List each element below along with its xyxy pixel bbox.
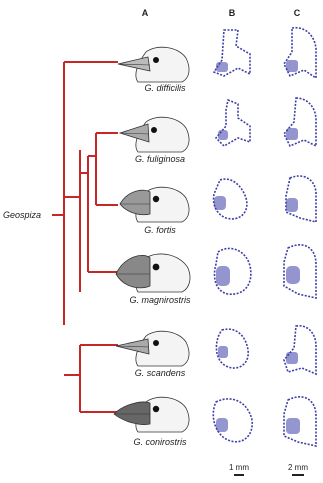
section-b-stain-scandens (218, 346, 228, 358)
section-c-stain-scandens (286, 352, 298, 364)
finch-head-magnirostris (116, 254, 190, 292)
finch-head-fuliginosa (120, 117, 189, 152)
section-c-stain-conirostris (286, 418, 300, 434)
species-label: G. fuliginosa (135, 154, 185, 164)
species-label: G. fortis (144, 225, 176, 235)
column-header-a: A (142, 8, 149, 18)
section-c-stain-fortis (286, 198, 298, 212)
species-label: G. conirostris (133, 437, 187, 447)
species-label: G. magnirostris (129, 295, 191, 305)
species-label: G. difficilis (144, 83, 186, 93)
section-b-stain-magnirostris (216, 266, 230, 286)
column-header-c: C (294, 8, 301, 18)
section-c-stain-difficilis (286, 60, 298, 72)
section-c-stain-magnirostris (286, 266, 300, 284)
column-header-b: B (229, 8, 236, 18)
finch-head-fortis (120, 187, 189, 222)
finch-head-difficilis (118, 47, 189, 82)
section-b-stain-conirostris (216, 418, 228, 432)
species-label: G. scandens (135, 368, 186, 378)
scale-label-c: 2 mm (288, 463, 308, 472)
section-c-stain-fuliginosa (286, 128, 298, 140)
genus-label: Geospiza (3, 210, 41, 220)
section-c-scandens (284, 326, 316, 374)
scale-label-b: 1 mm (229, 463, 249, 472)
section-b-stain-fuliginosa (218, 130, 228, 140)
section-b-stain-difficilis (216, 62, 228, 72)
section-b-stain-fortis (214, 196, 226, 210)
finch-head-conirostris (114, 397, 189, 432)
phylogenetic-tree (52, 62, 118, 412)
finch-head-scandens (116, 331, 189, 366)
